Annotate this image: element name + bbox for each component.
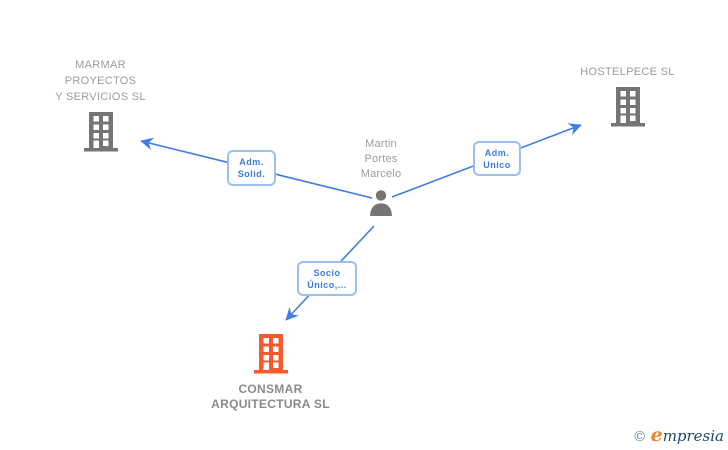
brand-initial: e — [650, 424, 663, 446]
label-line: MARMAR — [75, 59, 126, 71]
brand-name: mpresia — [662, 427, 724, 445]
person-name: Martin Portes Marcelo — [316, 137, 446, 182]
label-line: PROYECTOS — [64, 75, 137, 87]
empresia-logo[interactable]: ©empresia — [633, 424, 724, 446]
label-line: Y SERVICIOS SL — [55, 91, 146, 103]
label-line: Portes — [364, 153, 398, 165]
label-line: ARQUITECTURA SL — [211, 397, 330, 411]
label-line: CONSMAR — [238, 382, 303, 396]
node-person-martin[interactable]: Martin Portes Marcelo — [316, 137, 446, 221]
company-name: CONSMAR ARQUITECTURA SL — [188, 382, 353, 412]
building-icon — [18, 110, 183, 157]
edge-label-adm-solid: Adm. Solid. — [227, 150, 276, 186]
edge-label-adm-unico: Adm. Unico — [473, 141, 521, 176]
node-company-marmar[interactable]: MARMAR PROYECTOS Y SERVICIOS SL — [18, 57, 183, 157]
edge-label-line: Único,... — [307, 279, 347, 290]
node-company-hostelpece[interactable]: HOSTELPECE SL — [545, 64, 710, 132]
company-name: MARMAR PROYECTOS Y SERVICIOS SL — [18, 57, 183, 105]
edge-label-line: Socio — [313, 267, 341, 278]
edge-label-line: Adm. — [239, 157, 264, 167]
edge-label-socio-unico: Socio Único,... — [297, 261, 357, 296]
edge-label-line: Unico — [483, 159, 511, 170]
edge-label-line: Adm. — [484, 147, 510, 158]
building-icon — [188, 332, 353, 379]
edge-label-line: Solid. — [237, 169, 266, 179]
person-icon — [316, 189, 446, 221]
label-line: HOSTELPECE SL — [580, 66, 675, 78]
building-icon — [545, 85, 710, 132]
label-line: Martin — [365, 138, 397, 150]
node-company-consmar[interactable]: CONSMAR ARQUITECTURA SL — [188, 332, 353, 412]
company-name: HOSTELPECE SL — [545, 64, 710, 80]
label-line: Marcelo — [360, 168, 402, 180]
copyright-icon: © — [632, 429, 647, 445]
